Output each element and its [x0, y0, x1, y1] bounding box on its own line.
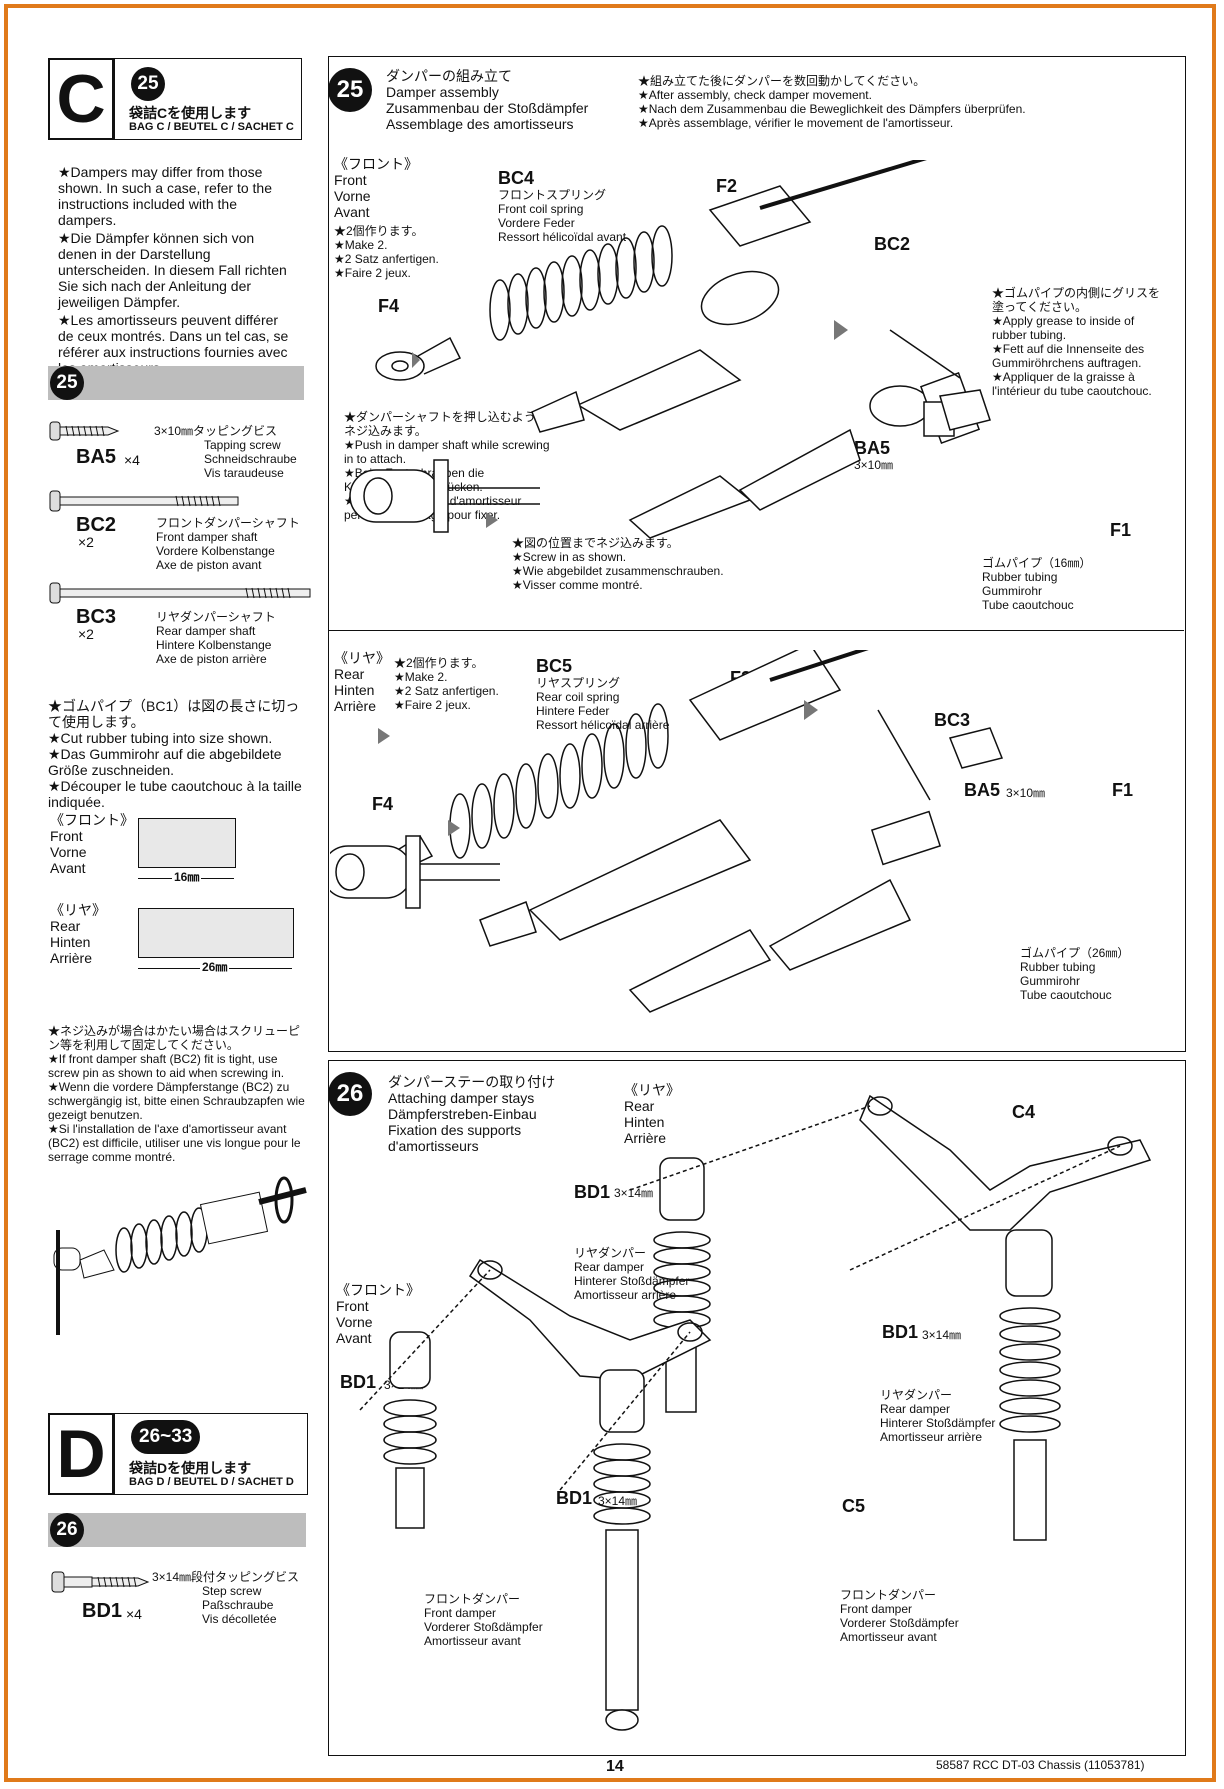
page-frame — [4, 4, 1216, 1782]
f1-label: F1 — [1110, 520, 1132, 540]
step26-front-label: 《フロント》 Front Vorne Avant — [336, 1282, 420, 1346]
bd1-front-size-2: 3×14㎜ — [598, 1494, 638, 1508]
step25-check-note: ★組み立てた後にダンパーを数回動かしてください。 ★After assembly… — [638, 74, 1026, 130]
bd1-code: BD1 — [82, 1600, 123, 1622]
parts25-step: 25 — [50, 366, 84, 400]
bag-c-box: 25 袋詰Cを使用します BAG C / BEUTEL C / SACHET C — [114, 58, 302, 140]
bd1-front-label-2: BD1 — [556, 1488, 593, 1508]
tube-rear-length: 26㎜ — [200, 960, 230, 974]
bc5-desc: リヤスプリング Rear coil spring Hintere Feder R… — [536, 676, 670, 732]
bag-c-step: 25 — [131, 67, 165, 101]
bag-d-letter: D — [48, 1413, 114, 1495]
bd1-step-screw-icon — [51, 1571, 150, 1593]
bd1-rear-label-1: BD1 — [574, 1182, 611, 1202]
ba5-size-label: 3×10㎜ — [854, 458, 894, 472]
bag-c-letter: C — [48, 58, 114, 140]
f2-label: F2 — [716, 176, 738, 196]
tube-rear-diagram — [138, 908, 294, 958]
bc2-jp: フロントダンパーシャフト — [156, 516, 300, 530]
ba5-code: BA5 — [76, 446, 117, 468]
cut-tubing-note: ★ゴムパイプ（BC1）は図の長さに切って使用します。 ★Cut rubber t… — [48, 698, 302, 810]
tube-front-length: 16㎜ — [172, 870, 202, 884]
step25-front-label: 《フロント》 Front Vorne Avant — [334, 156, 418, 220]
step25-rear-label: 《リヤ》 Rear Hinten Arrière — [334, 650, 390, 714]
document-code: 58587 RCC DT-03 Chassis (11053781) — [936, 1758, 1145, 1772]
bc5-label: BC5 — [536, 656, 573, 676]
screw-pin-illustration — [53, 1176, 307, 1335]
bag-d-label: BAG D / BEUTEL D / SACHET D — [129, 1476, 294, 1488]
bd1-size: 3×14㎜段付タッピングビス — [152, 1570, 300, 1584]
bd1-desc: Step screw Paßschraube Vis décolletée — [202, 1584, 277, 1626]
parts25-header: 25 — [48, 366, 304, 400]
ba5-screw-icon — [49, 421, 120, 441]
tube-front-diagram — [138, 818, 236, 868]
damper-note: ★Dampers may differ from those shown. In… — [58, 164, 290, 376]
bc3-label: BC3 — [934, 710, 971, 730]
bc3-desc: Rear damper shaft Hintere Kolbenstange A… — [156, 624, 272, 666]
front-damper-illustration — [349, 160, 991, 539]
rear-make2: ★2個作ります。 ★Make 2. ★2 Satz anfertigen. ★F… — [394, 656, 499, 712]
bag-d-step: 26~33 — [131, 1420, 201, 1454]
bc4-label: BC4 — [498, 168, 535, 188]
ba5-label: BA5 — [854, 438, 891, 458]
bd1-rear-label-2: BD1 — [882, 1322, 919, 1342]
step25-divider — [328, 630, 1184, 631]
tube-rear-label: 《リヤ》 Rear Hinten Arrière — [50, 902, 106, 966]
parts26-header: 26 — [48, 1513, 306, 1547]
step25-make2: ★2個作ります。 ★Make 2. ★2 Satz anfertigen. ★F… — [334, 224, 439, 280]
damper-stay-illustration — [359, 1094, 1152, 1731]
bd1-front-label-1: BD1 — [340, 1372, 377, 1392]
page-number: 14 — [606, 1758, 624, 1775]
rear-ba5-label: BA5 — [964, 780, 1001, 800]
step26-title: ダンパーステーの取り付け Attaching damper stays Dämp… — [388, 1074, 556, 1154]
bd1-rear-size-1: 3×14㎜ — [614, 1186, 654, 1200]
bc3-code: BC3 — [76, 606, 117, 628]
rear-damper-illustration — [330, 650, 1004, 1013]
front-damper-label-2: フロントダンパー Front damper Vorderer Stoßdämpf… — [840, 1588, 959, 1644]
bc2-code: BC2 — [76, 514, 117, 536]
bag-d-jp: 袋詰Dを使用します — [129, 1460, 252, 1476]
rear-damper-label-2: リヤダンパー Rear damper Hinterer Stoßdämpfer … — [880, 1388, 996, 1444]
bag-d-box: 26~33 袋詰Dを使用します BAG D / BEUTEL D / SACHE… — [114, 1413, 308, 1495]
ba5-desc: Tapping screw Schneidschraube Vis taraud… — [204, 438, 297, 480]
bc2-shaft-icon — [49, 490, 239, 512]
rear-f1-label: F1 — [1112, 780, 1134, 800]
f4-label: F4 — [378, 296, 400, 316]
screw-in-note: ★図の位置までネジ込みます。 ★Screw in as shown. ★Wie … — [512, 536, 724, 592]
bc2-qty: ×2 — [78, 534, 94, 550]
step26-rear-label: 《リヤ》 Rear Hinten Arrière — [624, 1082, 680, 1146]
bag-c-jp: 袋詰Cを使用します — [129, 105, 252, 121]
front-damper-label-1: フロントダンパー Front damper Vorderer Stoßdämpf… — [424, 1592, 543, 1648]
ba5-qty: ×4 — [124, 452, 140, 468]
grease-note: ★ゴムパイプの内側にグリスを塗ってください。 ★Apply grease to … — [992, 286, 1161, 398]
step26-number: 26 — [328, 1072, 372, 1116]
tube16-label: ゴムパイプ（16㎜） Rubber tubing Gummirohr Tube … — [982, 556, 1092, 612]
bc2-desc: Front damper shaft Vordere Kolbenstange … — [156, 530, 275, 572]
ba5-size: 3×10㎜タッピングビス — [154, 424, 278, 438]
c5-label: C5 — [842, 1496, 866, 1516]
damper-note-fr: ★Les amortisseurs peuvent différer de ce… — [58, 312, 289, 376]
tube26-label: ゴムパイプ（26㎜） Rubber tubing Gummirohr Tube … — [1020, 946, 1130, 1002]
bd1-rear-size-2: 3×14㎜ — [922, 1328, 962, 1342]
step25-title: ダンパーの組み立て Damper assembly Zusammenbau de… — [386, 68, 589, 132]
rear-ba5-size: 3×10㎜ — [1006, 786, 1046, 800]
c4-label: C4 — [1012, 1102, 1036, 1122]
damper-note-en: ★Dampers may differ from those shown. In… — [58, 164, 273, 228]
parts26-step: 26 — [50, 1513, 84, 1547]
bc4-desc: フロントスプリング Front coil spring Vordere Fede… — [498, 188, 627, 244]
bd1-qty: ×4 — [126, 1606, 142, 1622]
rear-f4-label: F4 — [372, 794, 394, 814]
screw-pin-note: ★ネジ込みが場合はかたい場合はスクリューピン等を利用して固定してください。 ★I… — [48, 1024, 305, 1164]
bc3-jp: リヤダンパーシャフト — [156, 610, 276, 624]
bag-c-label: BAG C / BEUTEL C / SACHET C — [129, 121, 294, 133]
rear-damper-label-1: リヤダンパー Rear damper Hinterer Stoßdämpfer … — [574, 1246, 690, 1302]
bc3-shaft-icon — [49, 582, 311, 604]
bc2-label: BC2 — [874, 234, 911, 254]
step25-number: 25 — [328, 68, 372, 112]
step26-panel — [328, 1060, 1186, 1756]
tube-front-label: 《フロント》 Front Vorne Avant — [50, 812, 134, 876]
bc3-qty: ×2 — [78, 626, 94, 642]
damper-note-de: ★Die Dämpfer können sich von denen in de… — [58, 230, 287, 310]
step25-panel — [328, 56, 1186, 1052]
